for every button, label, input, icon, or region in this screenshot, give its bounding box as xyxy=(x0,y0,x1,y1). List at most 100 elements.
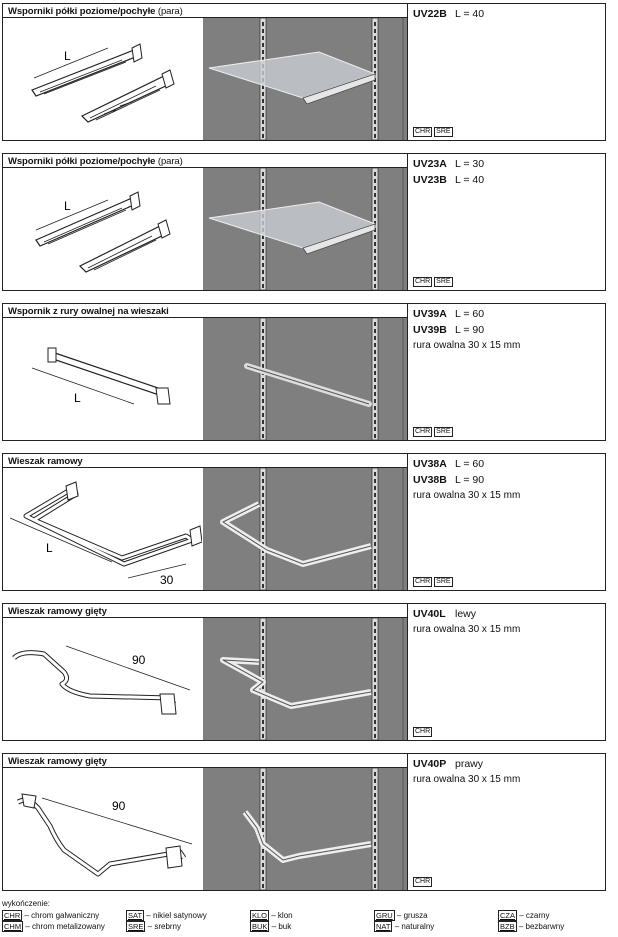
legend-item: BZB – bezbarwny xyxy=(498,921,564,932)
product-title-text: Wsporniki półki poziome/pochyłe xyxy=(8,6,156,17)
finish-badge: CHR xyxy=(413,727,433,737)
upright-slot xyxy=(262,622,264,626)
upright-slot xyxy=(262,577,264,581)
upright-slot xyxy=(374,113,376,117)
upright-slot xyxy=(374,542,376,546)
upright-slot xyxy=(262,420,264,424)
upright-slot xyxy=(374,772,376,776)
upright-slot xyxy=(374,486,376,490)
upright-slot xyxy=(374,127,376,131)
upright-slot xyxy=(374,779,376,783)
upright-slot xyxy=(374,420,376,424)
shelf-bracket xyxy=(302,73,376,105)
upright-slot xyxy=(374,214,376,218)
upright-slot xyxy=(374,378,376,382)
upright-slot xyxy=(262,570,264,574)
product-length: L = 40 xyxy=(455,174,485,186)
column-divider xyxy=(407,4,408,140)
legend-abbr: SRE xyxy=(126,921,146,932)
upright-slot xyxy=(262,664,264,668)
frame-tube xyxy=(220,501,372,567)
upright-slot xyxy=(374,650,376,654)
upright-slot xyxy=(262,779,264,783)
legend-abbr: GRU xyxy=(374,910,395,921)
upright-slot xyxy=(374,556,376,560)
legend-text: – chrom galwaniczny xyxy=(24,911,100,920)
product-length: lewy xyxy=(455,608,477,620)
upright-slot xyxy=(262,336,264,340)
legend-abbr: KLO xyxy=(250,910,270,921)
dimension-line xyxy=(33,47,109,79)
technical-drawing: L xyxy=(4,168,202,290)
upright-slot xyxy=(374,828,376,832)
bracket-left-rib xyxy=(43,207,127,245)
bent-tube-inner xyxy=(17,796,186,876)
upright-slot xyxy=(262,514,264,518)
upright-slot xyxy=(374,434,376,438)
upright-slot xyxy=(374,814,376,818)
upright-slot xyxy=(374,270,376,274)
product-code: UV38B xyxy=(413,474,447,486)
upright-slot xyxy=(262,856,264,860)
upright-slot xyxy=(374,807,376,811)
legend-abbr: CHM xyxy=(2,921,24,932)
bracket-left-rib xyxy=(39,59,127,95)
upright-slot xyxy=(262,186,264,190)
upright-slot xyxy=(374,643,376,647)
product-photo xyxy=(203,768,407,890)
upright-slot xyxy=(262,399,264,403)
upright-slot xyxy=(374,563,376,567)
bracket-right-rib xyxy=(87,235,157,271)
upright-slot xyxy=(374,22,376,26)
upright-slot xyxy=(374,256,376,260)
upright-slot xyxy=(262,413,264,417)
upright-slot xyxy=(262,821,264,825)
upright-slot xyxy=(262,713,264,717)
product-code: UV39A xyxy=(413,308,447,320)
upright-slot xyxy=(262,807,264,811)
technical-drawing-svg: L xyxy=(31,347,171,405)
upright-slot xyxy=(262,849,264,853)
upright-slot xyxy=(262,706,264,710)
upright-slot xyxy=(262,814,264,818)
dimension-label: L xyxy=(74,391,81,405)
upright-slot xyxy=(262,535,264,539)
legend-abbr: BUK xyxy=(250,921,270,932)
technical-drawing-svg: L30 xyxy=(9,481,203,587)
finish-badge: SRE xyxy=(434,127,453,137)
frame-tube-edge xyxy=(222,503,372,565)
upright-slot xyxy=(262,507,264,511)
upright-slot xyxy=(374,57,376,61)
upright-slot xyxy=(262,50,264,54)
product-length: prawy xyxy=(455,758,484,770)
upright-slot xyxy=(262,385,264,389)
upright-slot xyxy=(262,263,264,267)
product-photo-svg xyxy=(220,618,404,740)
upright-slot xyxy=(374,671,376,675)
upright-slot xyxy=(374,472,376,476)
legend-item: GRU – grusza xyxy=(374,910,428,921)
upright-slot xyxy=(374,870,376,874)
dimension-label-depth: 30 xyxy=(160,573,174,587)
upright-slot xyxy=(374,99,376,103)
upright-slot xyxy=(374,221,376,225)
rail-bracket xyxy=(155,387,171,405)
finish-badge: SRE xyxy=(434,577,453,587)
product-title: Wsporniki półki poziome/pochyłe (para) xyxy=(8,156,183,167)
finish-badge: SRE xyxy=(434,427,453,437)
upright-slot xyxy=(262,772,264,776)
dimension-line xyxy=(41,797,193,845)
upright-slot xyxy=(262,85,264,89)
bracket-left-hook xyxy=(129,191,141,211)
upright-slot xyxy=(374,507,376,511)
upright-slot xyxy=(374,329,376,333)
product-length: L = 40 xyxy=(455,8,485,20)
column-divider xyxy=(407,604,408,740)
column-divider xyxy=(407,154,408,290)
upright-slot xyxy=(262,179,264,183)
